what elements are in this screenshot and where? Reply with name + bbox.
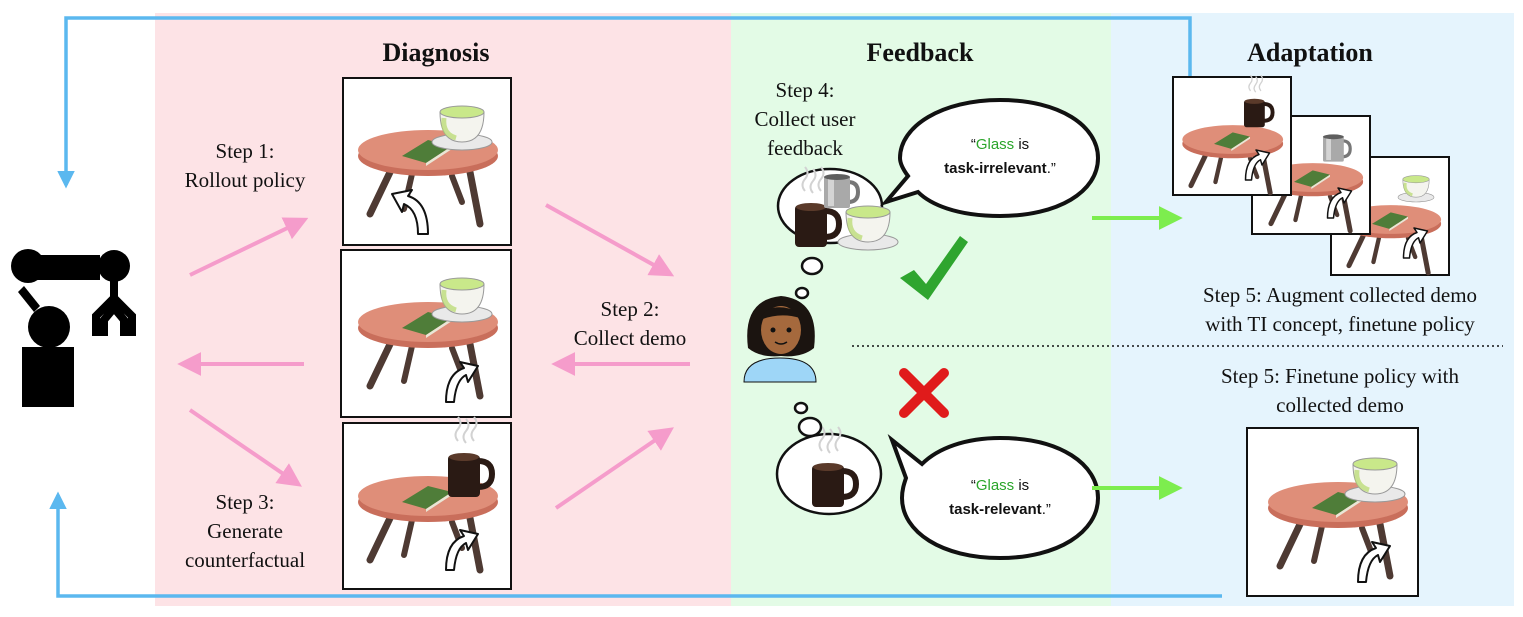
step3-title: Step 3: [215, 490, 275, 514]
speech-bubble-icon [887, 433, 1101, 561]
finetune-demo-image [1246, 427, 1419, 597]
step3-desc-1: Generate [207, 519, 283, 543]
object-word: Glass [975, 477, 1015, 494]
step3-desc-2: counterfactual [184, 548, 306, 572]
step4-desc-1: Collect user [754, 107, 856, 131]
feedback-heading: Feedback [866, 38, 974, 67]
checkmark-icon [900, 236, 968, 300]
step1-desc: Rollout policy [184, 168, 306, 192]
top-bubble-text: “Glass is task-irrelevant.” [944, 136, 1056, 177]
step4-label: Step 4: Collect user feedback [730, 76, 880, 163]
green-arrows [1092, 206, 1183, 500]
blue-loop-top-arrow [57, 16, 1192, 189]
object-word: Glass [975, 136, 1015, 153]
pink-arrows [177, 203, 690, 510]
counterfactual-image [342, 417, 512, 590]
collected-demo-image [340, 249, 512, 418]
step5-finetune-label: Step 5: Finetune policy with collected d… [1165, 362, 1515, 420]
relevance-label: task-irrelevant [944, 160, 1047, 177]
step2-title: Step 2: [600, 297, 660, 321]
step2-desc: Collect demo [573, 326, 687, 350]
step5-finetune-line-2: collected demo [1276, 393, 1404, 417]
cross-icon [899, 368, 949, 418]
step2-label: Step 2: Collect demo [545, 295, 715, 353]
thought-bubble-icon [776, 167, 898, 300]
step4-title: Step 4: [775, 78, 835, 102]
step4-desc-2: feedback [767, 136, 843, 160]
step5-augment-line-2: with TI concept, finetune policy [1205, 312, 1475, 336]
bottom-bubble-text: “Glass is task-relevant.” [949, 477, 1051, 518]
step1-title: Step 1: [215, 139, 275, 163]
diagnosis-heading: Diagnosis [382, 38, 490, 67]
adaptation-heading: Adaptation [1247, 38, 1373, 67]
blue-loop-bottom-arrow [49, 491, 1222, 598]
person-icon [743, 296, 817, 383]
step1-label: Step 1: Rollout policy [160, 137, 330, 195]
augmented-demo-image-1 [1172, 73, 1292, 196]
rollout-image [342, 77, 512, 246]
step3-label: Step 3: Generate counterfactual [160, 488, 330, 575]
step5-finetune-line-1: Step 5: Finetune policy with [1221, 364, 1459, 388]
step5-augment-label: Step 5: Augment collected demo with TI c… [1165, 281, 1515, 339]
thought-bubble-icon [775, 401, 883, 516]
relevance-label: task-relevant [949, 501, 1042, 518]
robot-icon [11, 249, 136, 407]
step5-augment-line-1: Step 5: Augment collected demo [1202, 283, 1478, 307]
speech-bubble-icon [880, 97, 1101, 219]
